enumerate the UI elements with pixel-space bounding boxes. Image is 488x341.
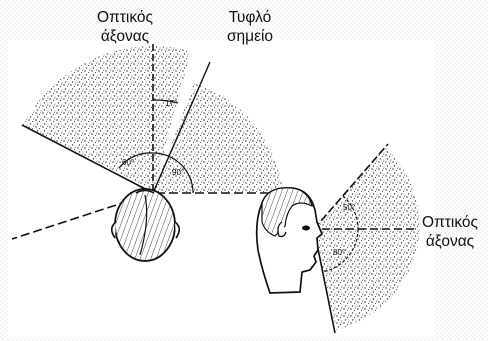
optical-axis-label-top-line1: Οπτικός <box>88 8 162 27</box>
angle-label-60: 60° <box>122 158 134 167</box>
lower-field-sector <box>314 230 420 330</box>
optical-axis-label-top-line2: άξονας <box>88 27 162 46</box>
optical-axis-label-side: Οπτικός άξονας <box>412 213 488 251</box>
optical-axis-label-top: Οπτικός άξονας <box>88 8 162 46</box>
angle-label-17: 17° <box>165 99 177 108</box>
blind-spot-label-line1: Τυφλό <box>214 8 286 27</box>
optical-axis-label-side-line1: Οπτικός <box>412 213 488 232</box>
upper-field-sector <box>314 147 420 230</box>
angle-label-80: 80° <box>333 248 345 257</box>
angle-label-50: 50° <box>343 203 355 212</box>
optical-axis-label-side-line2: άξονας <box>412 232 488 251</box>
side-view-field <box>314 147 420 330</box>
head-side-view <box>257 188 322 293</box>
blind-spot-label-line2: σημείο <box>214 27 286 46</box>
left-field-sector <box>23 46 153 193</box>
head-top-view <box>112 189 180 261</box>
angle-label-90: 90° <box>172 168 184 177</box>
blind-spot-label: Τυφλό σημείο <box>214 8 286 46</box>
